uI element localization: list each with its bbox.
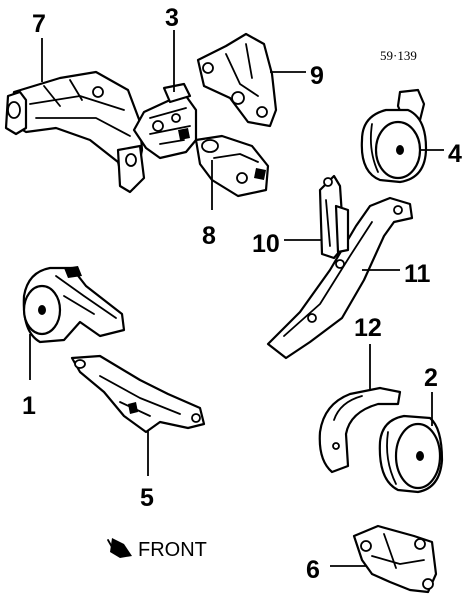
part-9-upper-bracket: [196, 32, 278, 128]
callout-1: 1: [22, 392, 36, 420]
callout-3: 3: [165, 4, 179, 32]
part-5-lower-bracket: [70, 354, 206, 434]
figure-reference-number: 59·139: [380, 48, 417, 63]
part-4-cylindrical-mount: [360, 88, 428, 184]
callout-4: 4: [448, 140, 462, 168]
part-7-rear-mount-bracket: [4, 70, 146, 194]
callout-6: 6: [306, 556, 320, 584]
callout-9: 9: [310, 62, 324, 90]
part-11-crossmember: [266, 196, 414, 360]
callout-7: 7: [32, 10, 46, 38]
part-12-heat-shield: [318, 386, 402, 474]
part-2-cylindrical-mount: [378, 414, 444, 494]
callout-2: 2: [424, 364, 438, 392]
callout-5: 5: [140, 484, 154, 512]
callout-8: 8: [202, 222, 216, 250]
front-direction-arrow-icon: [107, 538, 132, 558]
front-label: FRONT: [138, 539, 207, 561]
part-8-small-mount: [194, 134, 270, 198]
part-3-block-mount: [132, 82, 198, 160]
callout-12: 12: [354, 314, 382, 342]
callout-11: 11: [404, 260, 431, 288]
part-1-rubber-mount: [22, 266, 126, 344]
part-10-upright-bracket: [318, 174, 350, 260]
callout-10: 10: [252, 230, 280, 258]
part-6-small-bracket: [352, 524, 438, 594]
